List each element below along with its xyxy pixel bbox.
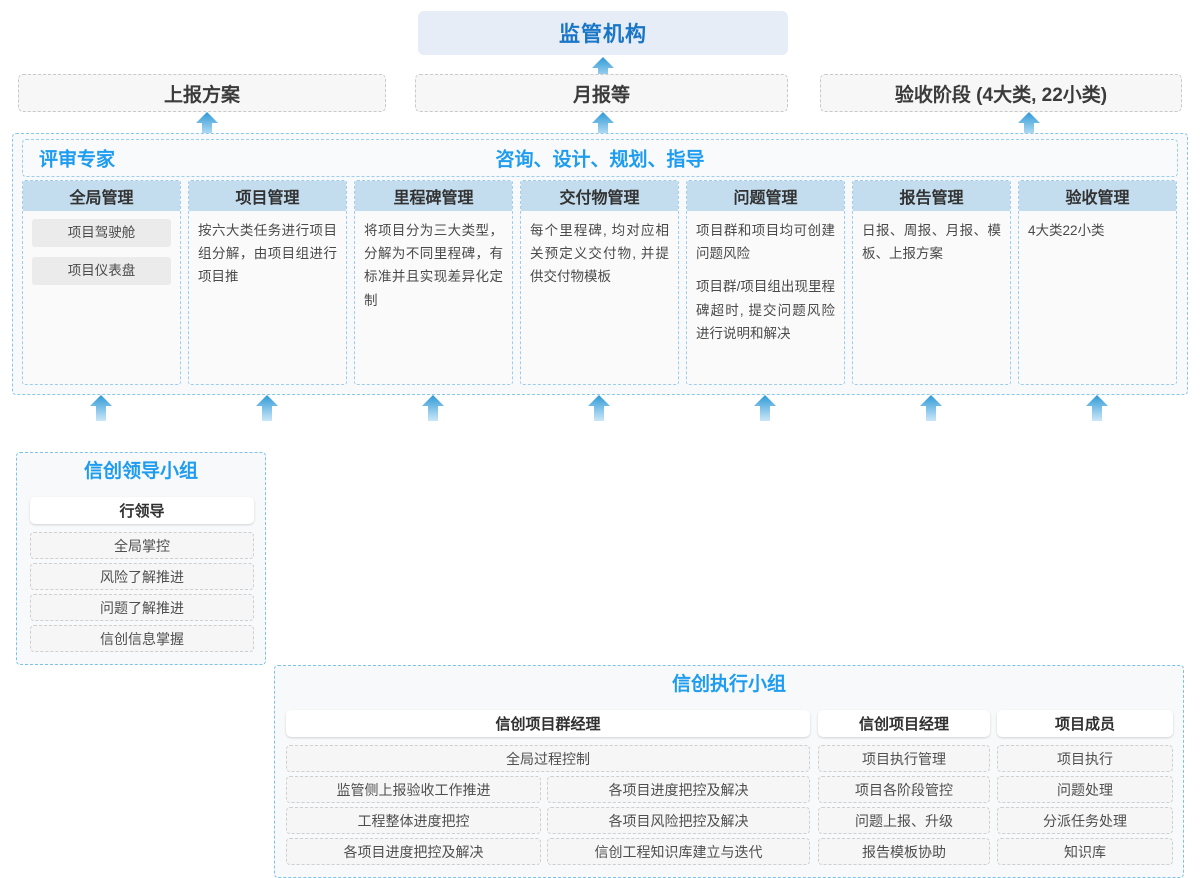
task-item[interactable]: 工程整体进度把控: [286, 807, 541, 834]
arrow-up-to-column-issue: [754, 395, 776, 421]
task-item[interactable]: 知识库: [997, 838, 1173, 865]
role-head-program-manager[interactable]: 信创项目群经理: [286, 710, 810, 737]
column-body: 日报、周报、月报、模板、上报方案: [853, 211, 1010, 384]
column-body: 4大类22小类: [1019, 211, 1176, 384]
arrow-up-to-acceptance: [1018, 112, 1040, 138]
column-title: 验收管理: [1019, 181, 1176, 211]
management-column-global[interactable]: 全局管理 项目驾驶舱 项目仪表盘: [22, 180, 181, 385]
task-item[interactable]: 全局掌控: [30, 532, 254, 559]
column-title: 全局管理: [23, 181, 180, 211]
arrow-up-to-column-global: [90, 395, 112, 421]
task-item[interactable]: 问题上报、升级: [818, 807, 990, 834]
arrow-up-to-column-deliverable: [588, 395, 610, 421]
task-item[interactable]: 信创信息掌握: [30, 625, 254, 652]
task-item[interactable]: 项目各阶段管控: [818, 776, 990, 803]
management-column-milestone[interactable]: 里程碑管理 将项目分为三大类型，分解为不同里程碑，有标准并且实现差异化定制: [354, 180, 513, 385]
arrow-up-to-column-project: [256, 395, 278, 421]
diagram-canvas: 监管机构 上报方案 月报等 验收阶段 (4大类, 22小类) 评审专家 咨询、设…: [12, 11, 1188, 878]
management-column-deliverable[interactable]: 交付物管理 每个里程碑, 均对应相关预定义交付物, 并提供交付物模板: [520, 180, 679, 385]
leader-group-panel: 信创领导小组 行领导 全局掌控 风险了解推进 问题了解推进 信创信息掌握: [16, 452, 266, 665]
column-paragraph: 按六大类任务进行项目组分解，由项目组进行项目推: [198, 223, 337, 285]
management-column-project[interactable]: 项目管理 按六大类任务进行项目组分解，由项目组进行项目推: [188, 180, 347, 385]
leader-group-title: 信创领导小组: [83, 461, 198, 482]
column-body: 按六大类任务进行项目组分解，由项目组进行项目推: [189, 211, 346, 384]
task-item[interactable]: 风险了解推进: [30, 563, 254, 590]
report-box-monthly: 月报等: [415, 74, 788, 112]
chip-item[interactable]: 项目驾驶舱: [32, 219, 171, 247]
column-paragraph: 项目群/项目组出现里程碑超时, 提交问题风险进行说明和解决: [696, 279, 835, 341]
column-body: 项目群和项目均可创建问题风险 项目群/项目组出现里程碑超时, 提交问题风险进行说…: [687, 211, 844, 384]
column-title: 报告管理: [853, 181, 1010, 211]
exec-group-title: 信创执行小组: [671, 674, 786, 695]
role-head-project-members[interactable]: 项目成员: [997, 710, 1173, 737]
column-body: 项目驾驶舱 项目仪表盘: [23, 211, 180, 384]
management-column-report[interactable]: 报告管理 日报、周报、月报、模板、上报方案: [852, 180, 1011, 385]
task-item[interactable]: 各项目进度把控及解决: [286, 838, 541, 865]
task-item[interactable]: 项目执行: [997, 745, 1173, 772]
column-paragraph: 日报、周报、月报、模板、上报方案: [862, 223, 1001, 262]
exec-group-panel: 信创执行小组 信创项目群经理 全局过程控制 监管侧上报验收工作推进 工程整体进度…: [274, 665, 1184, 878]
task-item[interactable]: 问题了解推进: [30, 594, 254, 621]
column-paragraph: 每个里程碑, 均对应相关预定义交付物, 并提供交付物模板: [530, 223, 669, 285]
column-title: 里程碑管理: [355, 181, 512, 211]
arrow-up-to-column-milestone: [422, 395, 444, 421]
column-title: 项目管理: [189, 181, 346, 211]
report-box-plan: 上报方案: [18, 74, 386, 112]
label-review-experts: 评审专家: [39, 149, 116, 171]
regulator-banner: 监管机构: [418, 11, 788, 55]
column-paragraph: 项目群和项目均可创建问题风险: [696, 223, 835, 262]
chip-item[interactable]: 项目仪表盘: [32, 257, 171, 285]
management-column-acceptance[interactable]: 验收管理 4大类22小类: [1018, 180, 1177, 385]
task-item[interactable]: 各项目风险把控及解决: [547, 807, 810, 834]
arrow-up-to-regulator: [592, 57, 614, 83]
middle-label-bar: 评审专家 咨询、设计、规划、指导: [22, 139, 1178, 177]
task-item[interactable]: 问题处理: [997, 776, 1173, 803]
arrow-up-to-column-acceptance: [1086, 395, 1108, 421]
column-paragraph: 将项目分为三大类型，分解为不同里程碑，有标准并且实现差异化定制: [364, 223, 503, 308]
task-item[interactable]: 全局过程控制: [286, 745, 810, 772]
arrow-up-to-plan: [196, 112, 218, 138]
role-head-project-manager[interactable]: 信创项目经理: [818, 710, 990, 737]
column-title: 问题管理: [687, 181, 844, 211]
report-box-acceptance: 验收阶段 (4大类, 22小类): [820, 74, 1182, 112]
column-body: 每个里程碑, 均对应相关预定义交付物, 并提供交付物模板: [521, 211, 678, 384]
task-item[interactable]: 报告模板协助: [818, 838, 990, 865]
column-paragraph: 4大类22小类: [1028, 223, 1105, 238]
task-item[interactable]: 监管侧上报验收工作推进: [286, 776, 541, 803]
column-body: 将项目分为三大类型，分解为不同里程碑，有标准并且实现差异化定制: [355, 211, 512, 384]
task-item[interactable]: 项目执行管理: [818, 745, 990, 772]
arrow-up-to-column-report: [920, 395, 942, 421]
task-item[interactable]: 各项目进度把控及解决: [547, 776, 810, 803]
management-column-issue[interactable]: 问题管理 项目群和项目均可创建问题风险 项目群/项目组出现里程碑超时, 提交问题…: [686, 180, 845, 385]
column-title: 交付物管理: [521, 181, 678, 211]
role-head-bank-leader[interactable]: 行领导: [30, 497, 254, 524]
arrow-up-to-monthly: [592, 112, 614, 138]
label-consulting-design: 咨询、设计、规划、指导: [495, 149, 705, 171]
task-item[interactable]: 信创工程知识库建立与迭代: [547, 838, 810, 865]
task-item[interactable]: 分派任务处理: [997, 807, 1173, 834]
